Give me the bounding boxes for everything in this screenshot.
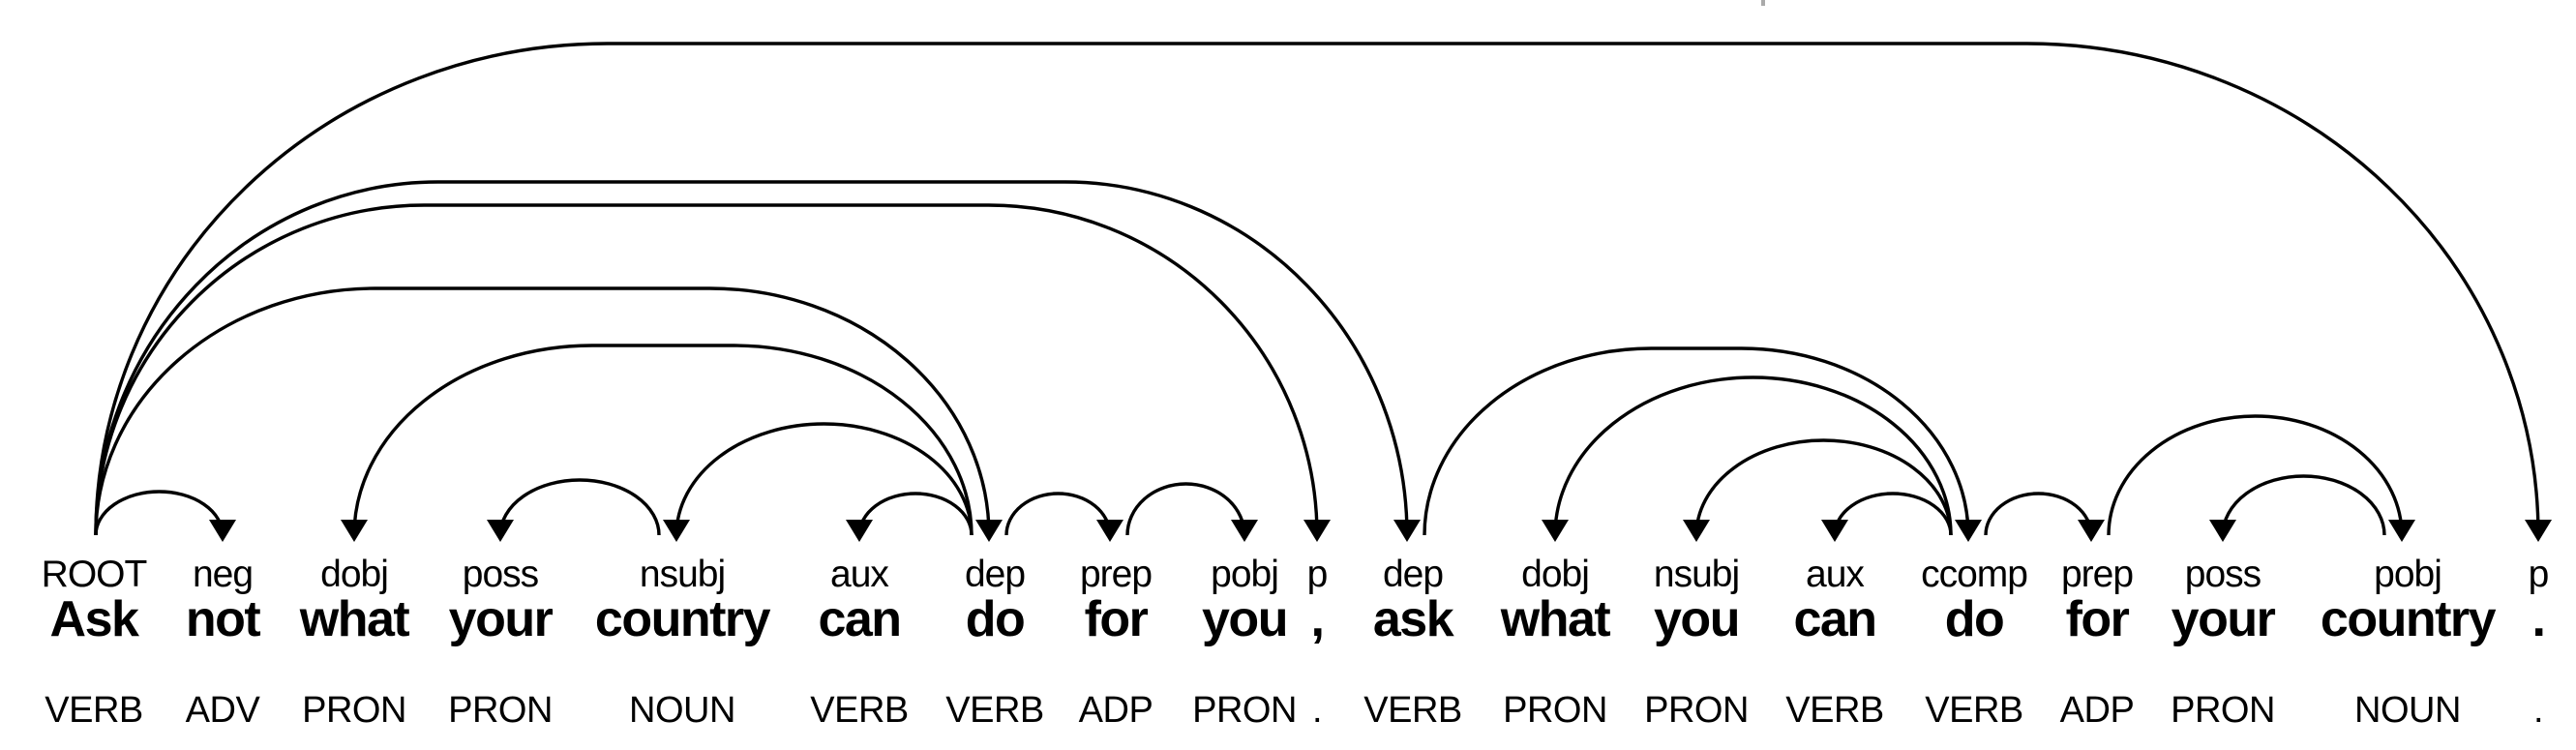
dep-label-4: poss [463, 554, 539, 595]
dep-label-19: p [2529, 554, 2549, 595]
dep-label-12: dobj [1521, 554, 1589, 595]
dep-label-3: dobj [320, 554, 388, 595]
arrowhead-icon [846, 520, 873, 542]
dependency-arc-prep [1984, 492, 2093, 536]
pos-tag-12: PRON [1503, 690, 1607, 731]
token-word-11: ask [1373, 591, 1454, 647]
pos-tag-13: PRON [1644, 690, 1749, 731]
pos-tag-5: NOUN [629, 690, 735, 731]
token-word-13: you [1654, 591, 1739, 647]
arrowhead-icon [1955, 520, 1982, 542]
token-word-19: . [2532, 591, 2545, 647]
token-word-15: do [1945, 591, 2004, 647]
arrowhead-icon [2525, 520, 2552, 542]
dep-label-11: dep [1383, 554, 1443, 595]
dep-label-1: ROOT [42, 554, 147, 595]
arrowhead-icon [1542, 520, 1569, 542]
dep-label-7: dep [965, 554, 1025, 595]
token-word-12: what [1500, 591, 1611, 647]
dependency-arc-ccomp [1423, 346, 1970, 536]
dep-label-9: pobj [1211, 554, 1278, 595]
token-word-3: what [299, 591, 410, 647]
dependency-arc-dobj [352, 344, 973, 536]
dependency-arc-nsubj [1694, 438, 1953, 536]
arrowhead-icon [1303, 520, 1331, 542]
pos-tag-11: VERB [1363, 690, 1461, 731]
screen-artifact-tick [1761, 0, 1765, 6]
arrowhead-icon [2078, 520, 2105, 542]
token-word-17: your [2172, 591, 2276, 647]
token-word-9: you [1202, 591, 1287, 647]
pos-tag-8: ADP [1079, 690, 1153, 731]
dep-label-16: prep [2061, 554, 2133, 595]
dependency-arc-aux [857, 492, 973, 536]
pos-tag-14: VERB [1785, 690, 1883, 731]
token-word-2: not [186, 591, 261, 647]
dep-label-10: p [1307, 554, 1328, 595]
arrowhead-icon [2209, 520, 2236, 542]
arrowhead-icon [1393, 520, 1421, 542]
pos-tag-9: PRON [1192, 690, 1297, 731]
dep-label-13: nsubj [1654, 554, 1739, 595]
arrowhead-icon [1231, 520, 1258, 542]
dep-label-17: poss [2185, 554, 2261, 595]
arrowhead-icon [1683, 520, 1710, 542]
token-word-7: do [966, 591, 1025, 647]
dependency-arc-pobj [1125, 482, 1246, 536]
arrowhead-icon [341, 520, 368, 542]
token-word-6: can [818, 591, 900, 647]
dependency-arc-dobj [1553, 375, 1953, 536]
dependency-arc-prep [1004, 492, 1112, 536]
arrowhead-icon [209, 520, 236, 542]
pos-tag-6: VERB [810, 690, 908, 731]
token-word-18: country [2321, 591, 2497, 647]
dependency-arc-poss [498, 478, 661, 536]
dep-label-6: aux [830, 554, 889, 595]
arrowhead-icon [1821, 520, 1848, 542]
arrowhead-icon [663, 520, 690, 542]
pos-tag-10: . [1312, 690, 1322, 731]
pos-tag-1: VERB [45, 690, 142, 731]
dependency-arc-nsubj [674, 422, 973, 536]
token-word-4: your [449, 591, 554, 647]
token-word-5: country [595, 591, 771, 647]
dependency-arc-p [94, 203, 1319, 536]
token-word-10: , [1311, 591, 1324, 647]
pos-tag-4: PRON [448, 690, 553, 731]
pos-tag-19: . [2533, 690, 2543, 731]
dep-label-8: prep [1080, 554, 1152, 595]
dep-label-18: pobj [2374, 554, 2441, 595]
dependency-arc-p [94, 42, 2540, 536]
token-word-14: can [1793, 591, 1875, 647]
pos-tag-3: PRON [302, 690, 406, 731]
token-word-16: for [2066, 591, 2130, 647]
dep-label-14: aux [1806, 554, 1865, 595]
dependency-arc-dep [94, 180, 1409, 536]
pos-tag-17: PRON [2171, 690, 2275, 731]
dep-label-5: nsubj [640, 554, 725, 595]
pos-tag-15: VERB [1925, 690, 2022, 731]
arrowhead-icon [1096, 520, 1123, 542]
pos-tag-7: VERB [945, 690, 1043, 731]
arrowhead-icon [2388, 520, 2415, 542]
pos-tag-2: ADV [186, 690, 261, 731]
token-word-1: Ask [50, 591, 139, 647]
token-word-8: for [1085, 591, 1149, 647]
dependency-arc-neg [94, 490, 225, 536]
arrowhead-icon [975, 520, 1003, 542]
pos-tag-18: NOUN [2354, 690, 2461, 731]
dependency-arc-pobj [2107, 414, 2404, 536]
arrowhead-icon [487, 520, 514, 542]
dependency-arc-aux [1833, 492, 1953, 536]
dependency-arc-poss [2221, 474, 2386, 536]
dep-label-15: ccomp [1921, 554, 2027, 595]
dep-label-2: neg [193, 554, 253, 595]
dependency-arc-dep [94, 286, 991, 536]
pos-tag-16: ADP [2060, 690, 2135, 731]
